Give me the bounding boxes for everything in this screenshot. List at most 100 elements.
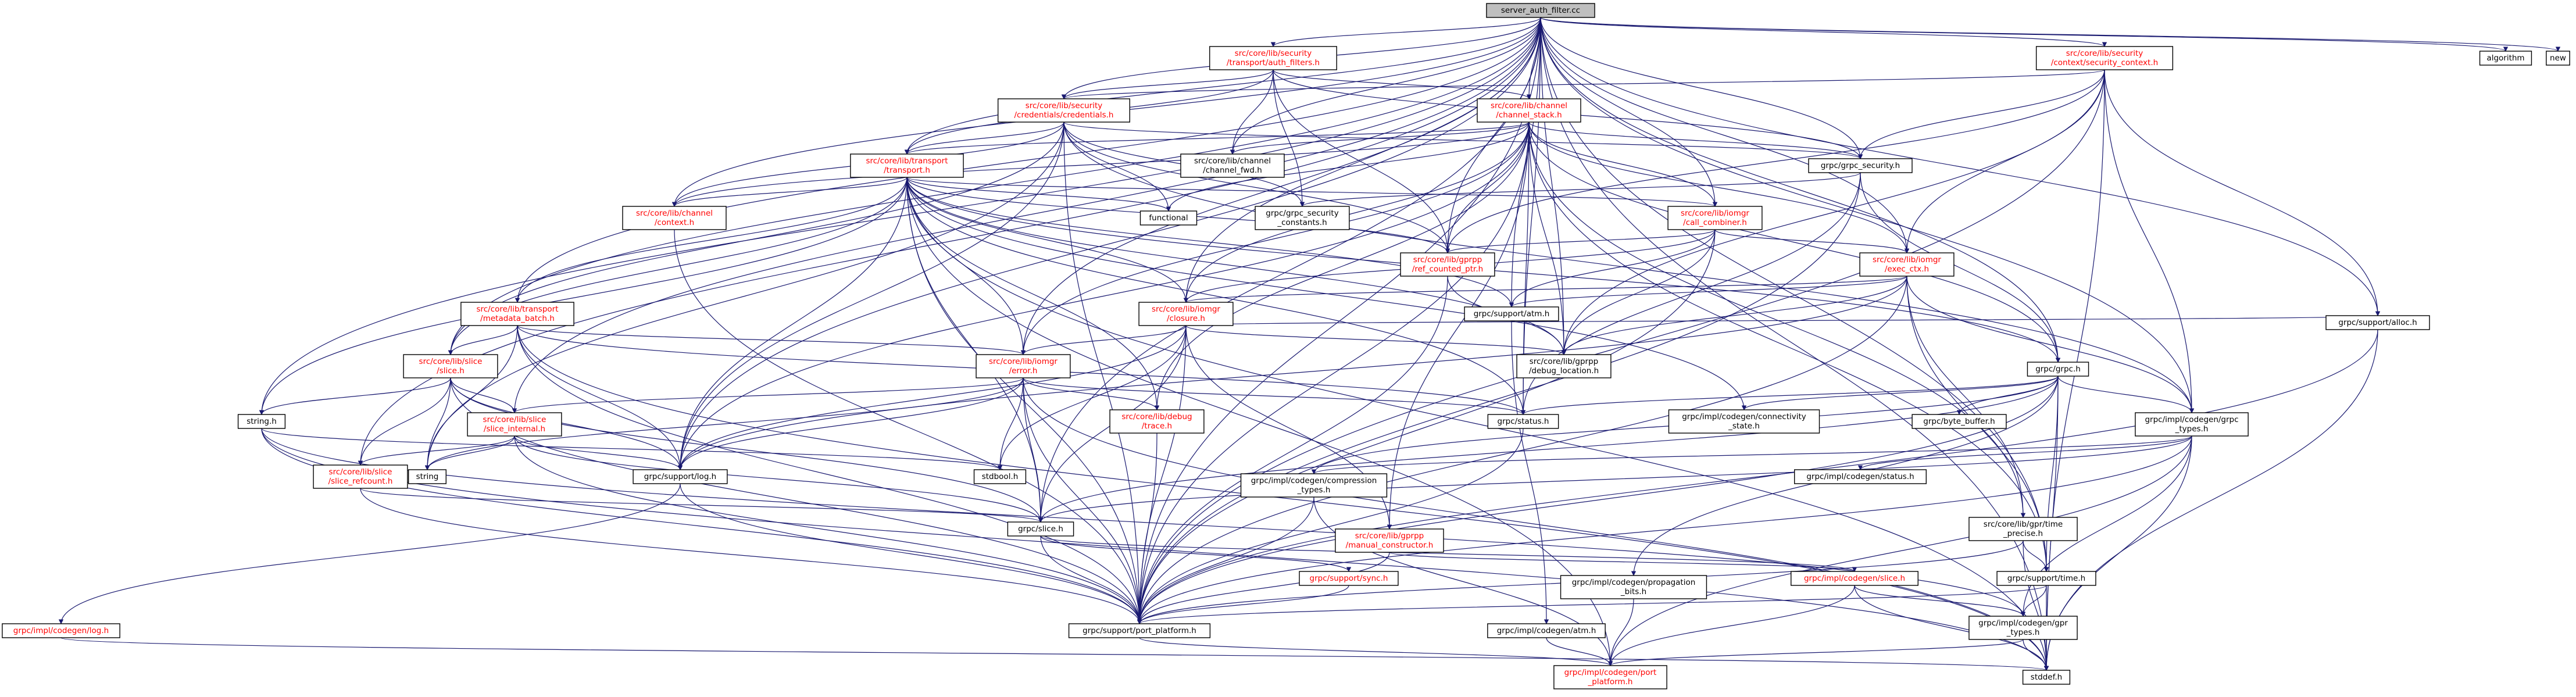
node-string-h[interactable]: string.h bbox=[237, 414, 286, 429]
node-log[interactable]: grpc/support/log.h bbox=[633, 469, 728, 484]
node-codegen-log[interactable]: grpc/impl/codegen/log.h bbox=[2, 623, 120, 638]
edge-slice-to-slice_refcount bbox=[358, 377, 451, 466]
node-ref-counted-ptr[interactable]: src/core/lib/gprpp/ref_counted_ptr.h bbox=[1400, 252, 1495, 277]
edge-root-to-atm bbox=[1509, 17, 1541, 308]
node-label: _constants.h bbox=[1277, 218, 1327, 227]
node-credentials[interactable]: src/core/lib/security/credentials/creden… bbox=[997, 98, 1130, 123]
node-stddef[interactable]: stddef.h bbox=[2022, 670, 2071, 685]
edge-transport-to-metadata_batch bbox=[515, 177, 908, 303]
node-channel-stack[interactable]: src/core/lib/channel/channel_stack.h bbox=[1477, 98, 1581, 123]
node-channel-context[interactable]: src/core/lib/channel/context.h bbox=[622, 206, 727, 230]
node-label: grpc/support/alloc.h bbox=[2338, 318, 2417, 327]
node-label: _types.h bbox=[2175, 424, 2209, 434]
node-grpc-security[interactable]: grpc/grpc_security.h bbox=[1808, 158, 1913, 173]
edge-metadata_batch-to-port_platform bbox=[517, 325, 1142, 624]
node-propagation-bits[interactable]: grpc/impl/codegen/propagation_bits.h bbox=[1560, 575, 1707, 599]
edge-channel_stack-to-ref_counted_ptr bbox=[1445, 121, 1530, 253]
edge-channel_stack-to-support_time bbox=[1528, 121, 2049, 572]
node-box bbox=[1667, 206, 1763, 230]
node-codegen-slice[interactable]: grpc/impl/codegen/slice.h bbox=[1791, 571, 1918, 586]
node-port-platform[interactable]: grpc/support/port_platform.h bbox=[1068, 623, 1211, 638]
edge-grpc_types-to-codegen_port_platform bbox=[1607, 435, 2192, 666]
node-codegen-port-platform[interactable]: grpc/impl/codegen/port_platform.h bbox=[1553, 665, 1667, 689]
node-call-combiner[interactable]: src/core/lib/iomgr/call_combiner.h bbox=[1667, 206, 1763, 230]
edge-transport-to-closure bbox=[906, 177, 1189, 303]
node-label: src/core/lib/transport bbox=[866, 156, 948, 166]
edge-security_context-to-grpc_types bbox=[2104, 69, 2195, 413]
edge-root-to-call_combiner bbox=[1540, 17, 1718, 207]
edge-root-to-slice bbox=[448, 17, 1541, 355]
node-manual-constructor[interactable]: src/core/lib/gprpp/manual_constructor.h bbox=[1335, 528, 1444, 553]
node-error[interactable]: src/core/lib/iomgr/error.h bbox=[976, 354, 1071, 378]
node-atm[interactable]: grpc/support/atm.h bbox=[1464, 306, 1559, 321]
node-new[interactable]: new bbox=[2546, 51, 2570, 66]
node-label: /context.h bbox=[655, 218, 694, 227]
node-channel-fwd[interactable]: src/core/lib/channel/channel_fwd.h bbox=[1180, 153, 1285, 178]
edge-exec_ctx-to-atm bbox=[1509, 276, 1907, 308]
node-box bbox=[1968, 517, 2078, 541]
node-box bbox=[2325, 315, 2430, 330]
node-slice[interactable]: src/core/lib/slice/slice.h bbox=[403, 354, 498, 378]
node-label: grpc/impl/codegen/status.h bbox=[1806, 472, 1914, 481]
edge-grpc_slice-to-port_platform bbox=[1040, 535, 1142, 624]
node-compression-types[interactable]: grpc/impl/codegen/compression_types.h bbox=[1240, 473, 1388, 498]
node-slice-refcount[interactable]: src/core/lib/slice/slice_refcount.h bbox=[313, 464, 408, 489]
edge-transport-to-functional bbox=[906, 177, 1171, 212]
node-closure[interactable]: src/core/lib/iomgr/closure.h bbox=[1138, 302, 1234, 326]
node-byte-buffer[interactable]: grpc/byte_buffer.h bbox=[1912, 414, 2007, 429]
node-label: src/core/lib/security bbox=[1235, 49, 1312, 58]
node-security-context[interactable]: src/core/lib/security/context/security_c… bbox=[2035, 46, 2174, 70]
node-box bbox=[2546, 51, 2570, 66]
node-grpc-h[interactable]: grpc/grpc.h bbox=[2027, 362, 2089, 377]
edge-gpr_types-to-stddef bbox=[2023, 639, 2049, 671]
node-auth-filters[interactable]: src/core/lib/security/transport/auth_fil… bbox=[1209, 46, 1337, 70]
edge-channel_stack-to-manual_constructor bbox=[1387, 121, 1530, 530]
edge-root-to-grpc_security bbox=[1540, 17, 1863, 159]
node-metadata-batch[interactable]: src/core/lib/transport/metadata_batch.h bbox=[460, 302, 574, 326]
node-functional[interactable]: functional bbox=[1139, 210, 1198, 226]
node-alloc[interactable]: grpc/support/alloc.h bbox=[2325, 315, 2430, 330]
node-grpc-types[interactable]: grpc/impl/codegen/grpc_types.h bbox=[2135, 412, 2249, 437]
edge-channel_stack-to-grpc_security bbox=[1528, 121, 1863, 159]
node-label: src/core/lib/slice bbox=[329, 467, 392, 477]
node-box bbox=[2035, 46, 2174, 70]
edge-root-to-error bbox=[1020, 17, 1541, 355]
node-gpr-types[interactable]: grpc/impl/codegen/gpr_types.h bbox=[1968, 616, 2078, 640]
node-grpc-slice[interactable]: grpc/slice.h bbox=[1007, 521, 1074, 537]
node-codegen-atm[interactable]: grpc/impl/codegen/atm.h bbox=[1487, 623, 1606, 638]
node-label: string bbox=[416, 472, 439, 481]
node-grpc-security-constants[interactable]: grpc/grpc_security_constants.h bbox=[1255, 206, 1350, 230]
node-label: grpc/impl/codegen/propagation bbox=[1572, 578, 1696, 587]
edge-security_context-to-exec_ctx bbox=[1904, 69, 2105, 253]
node-string[interactable]: string bbox=[408, 469, 447, 484]
node-box bbox=[850, 153, 964, 178]
node-algorithm[interactable]: algorithm bbox=[2479, 51, 2532, 66]
node-label: /slice_internal.h bbox=[484, 424, 545, 434]
node-exec-ctx[interactable]: src/core/lib/iomgr/exec_ctx.h bbox=[1859, 252, 1955, 277]
node-label: grpc/support/atm.h bbox=[1474, 309, 1550, 319]
node-connectivity-state[interactable]: grpc/impl/codegen/connectivity_state.h bbox=[1668, 409, 1820, 434]
node-slice-internal[interactable]: src/core/lib/slice/slice_internal.h bbox=[467, 412, 562, 437]
node-support-time[interactable]: grpc/support/time.h bbox=[1996, 571, 2096, 586]
node-sync[interactable]: grpc/support/sync.h bbox=[1299, 571, 1399, 586]
edge-credentials-to-log bbox=[677, 121, 1064, 470]
node-label: src/core/lib/gpr/time bbox=[1984, 520, 2063, 529]
node-box bbox=[1486, 3, 1595, 18]
node-codegen-status[interactable]: grpc/impl/codegen/status.h bbox=[1793, 469, 1927, 484]
node-label: /channel_fwd.h bbox=[1203, 166, 1262, 175]
node-time-precise[interactable]: src/core/lib/gpr/time_precise.h bbox=[1968, 517, 2078, 541]
node-box bbox=[1139, 210, 1198, 226]
edge-security_context-to-ref_counted_ptr bbox=[1445, 69, 2105, 253]
edge-slice_internal-to-log bbox=[514, 435, 683, 470]
edge-channel_stack-to-error bbox=[1020, 121, 1530, 355]
edge-support_time-to-gpr_types bbox=[2020, 585, 2047, 617]
node-stdbool[interactable]: stdbool.h bbox=[973, 469, 1027, 484]
node-status[interactable]: grpc/status.h bbox=[1487, 414, 1559, 429]
node-debug-location[interactable]: src/core/lib/gprpp/debug_location.h bbox=[1516, 354, 1612, 378]
node-label: grpc/byte_buffer.h bbox=[1923, 417, 1995, 426]
node-trace[interactable]: src/core/lib/debug/trace.h bbox=[1109, 409, 1205, 434]
node-transport[interactable]: src/core/lib/transport/transport.h bbox=[850, 153, 964, 178]
edge-transport-to-codegen_port_platform bbox=[906, 177, 1613, 666]
edge-metadata_batch-to-slice bbox=[448, 325, 518, 355]
edge-credentials-to-ref_counted_ptr bbox=[1063, 121, 1450, 253]
